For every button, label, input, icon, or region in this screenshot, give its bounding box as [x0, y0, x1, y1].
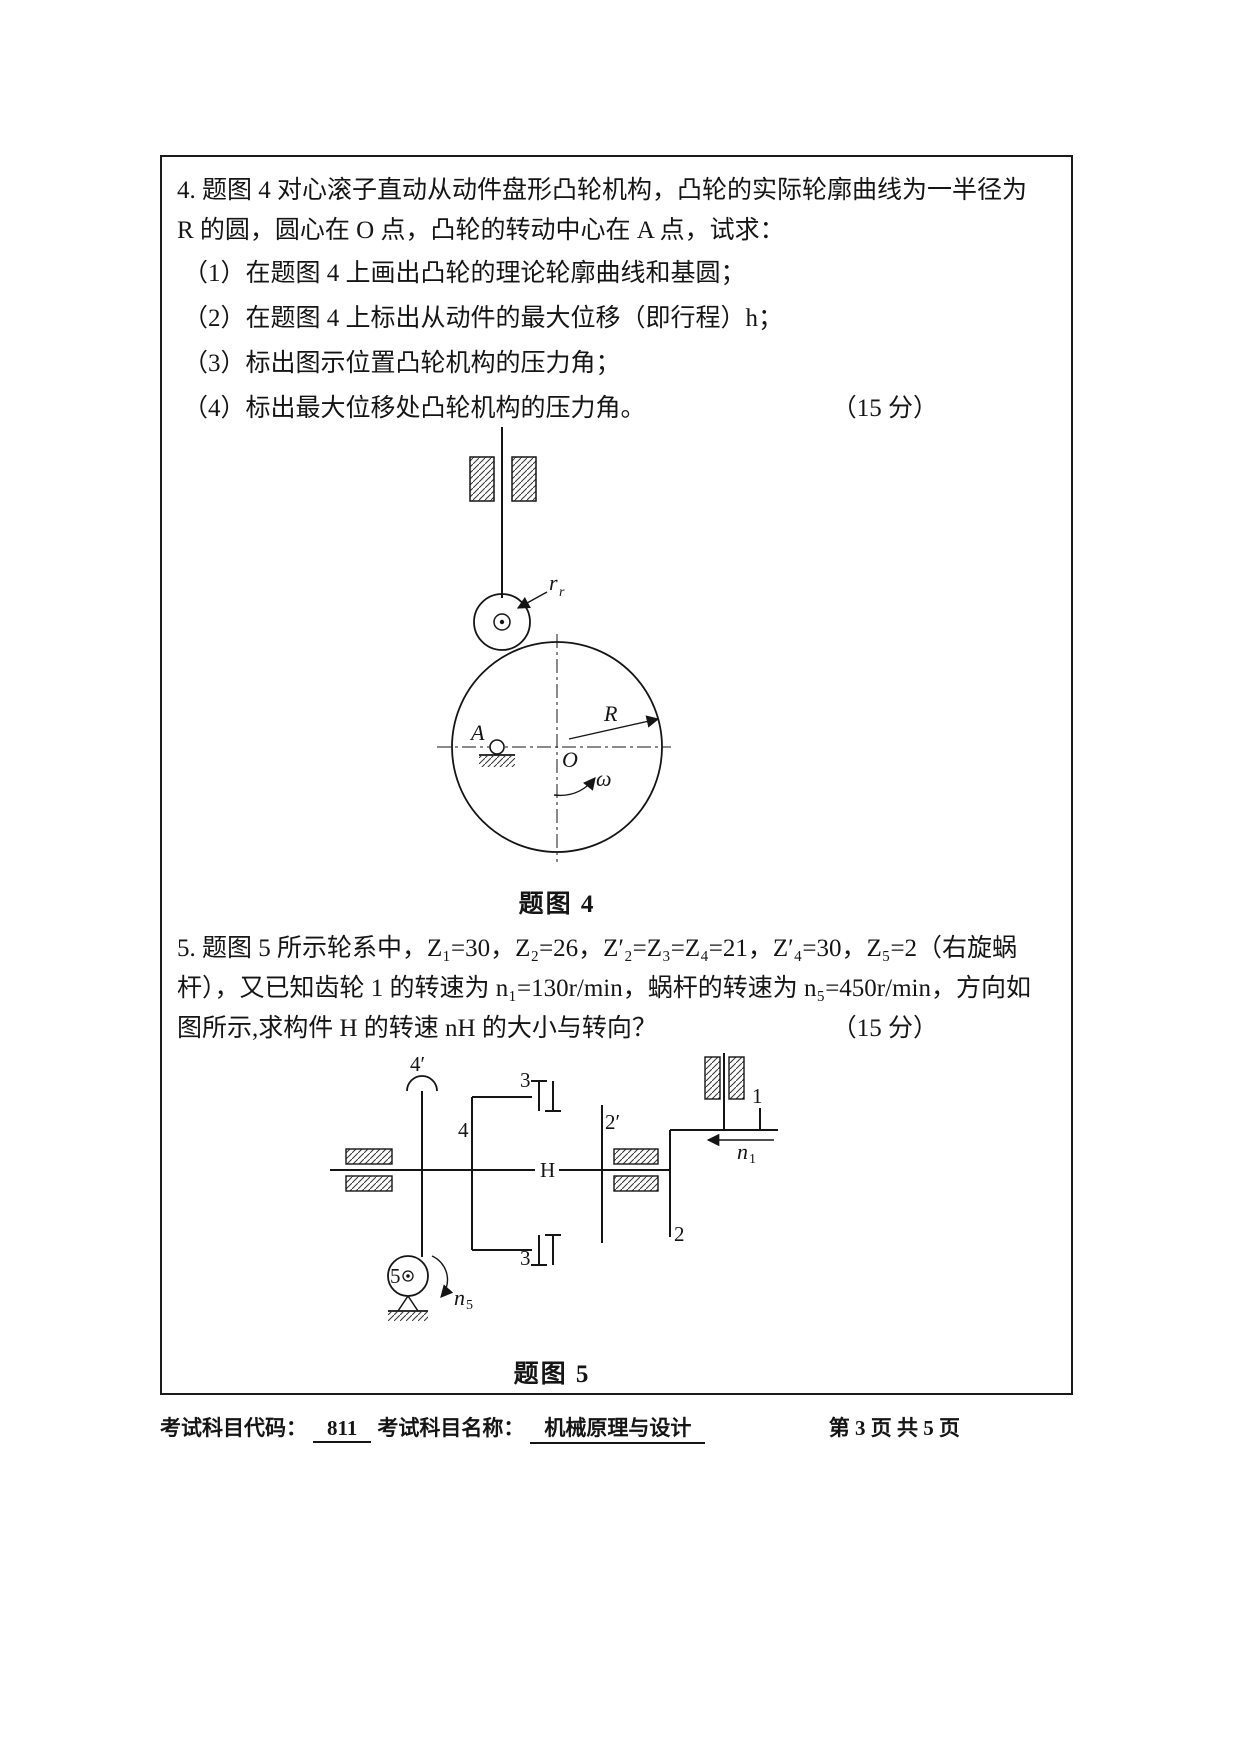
figure-5-gear-train-diagram: 4′ 4 3 3 — [330, 1052, 778, 1321]
label-gear-4: 4 — [458, 1118, 469, 1142]
guide-block-left — [469, 456, 495, 502]
gear-4-prime-and-shaft: 4′ 4 — [406, 1052, 469, 1257]
label-gear-5: 5 — [390, 1264, 401, 1288]
follower-guide-hatch — [469, 456, 537, 502]
label-carrier-H: H — [540, 1158, 555, 1182]
carrier-bracket — [471, 1096, 532, 1251]
label-R: R — [603, 701, 618, 726]
question-4-line-2: R 的圆，圆心在 O 点，凸轮的转动中心在 A 点，试求： — [177, 217, 785, 244]
label-roller-radius: r — [549, 570, 558, 595]
roller-radius-callout: r r — [516, 570, 565, 609]
question-4-item-1: （1）在题图 4 上画出凸轮的理论轮廓曲线和基圆； — [183, 260, 746, 287]
footer-subject-code-label: 考试科目代码： — [160, 1416, 307, 1440]
figure-4-cam-diagram: r r A O R ω — [437, 427, 671, 862]
question-5-line-3: 图所示,求构件 H 的转速 nH 的大小与转向？ — [177, 1015, 657, 1042]
question-4: 4. 题图 4 对心滚子直动从动件盘形凸轮机构，凸轮的实际轮廓曲线为一半径为 R… — [177, 171, 1056, 431]
n1-speed-arrow: n 1 — [706, 1133, 774, 1167]
label-gear-2-prime: 2′ — [605, 1110, 620, 1134]
label-n1: n — [737, 1139, 748, 1164]
planet-gear-3-bottom-mesh: 3 — [520, 1234, 561, 1270]
label-gear-4-prime: 4′ — [410, 1052, 425, 1076]
guide-block-right — [511, 456, 537, 502]
label-gear-1: 1 — [752, 1084, 763, 1108]
content-border: 4. 题图 4 对心滚子直动从动件盘形凸轮机构，凸轮的实际轮廓曲线为一半径为 R… — [160, 155, 1073, 1395]
radius-R-callout: R — [568, 701, 660, 740]
footer-subject-code-value: 811 — [313, 1416, 372, 1443]
question-5-line-2: 杆），又已知齿轮 1 的转速为 n₁=130r/min，蜗杆的转速为 n₅=45… — [177, 975, 1031, 1002]
gear-1-shaft-and-bearing: 1 — [670, 1053, 778, 1131]
gear-2-prime-shaft: 2′ — [601, 1105, 620, 1243]
label-gear-3-top: 3 — [520, 1068, 531, 1092]
footer-subject-name-value: 机械原理与设计 — [530, 1412, 706, 1444]
figure-4-caption: 题图 4 — [518, 891, 596, 918]
question-5-score: （15 分） — [831, 1015, 938, 1042]
label-gear-2: 2 — [674, 1222, 685, 1246]
footer-subject-name-label: 考试科目名称： — [377, 1416, 525, 1440]
question-5-line-3-row: 图所示,求构件 H 的转速 nH 的大小与转向？ （15 分） — [177, 1009, 1056, 1049]
left-shaft-and-bearing — [330, 1148, 472, 1192]
label-roller-radius-sub: r — [559, 585, 565, 600]
label-n5-sub: 5 — [466, 1298, 473, 1313]
label-O: O — [562, 747, 578, 772]
centerlines — [437, 634, 671, 862]
question-5: 5. 题图 5 所示轮系中，Z₁=30，Z₂=26，Z′₂=Z₃=Z₄=21，Z… — [177, 929, 1056, 1049]
pivot-A: A — [469, 720, 515, 767]
question-4-item-4-row: （4）标出最大位移处凸轮机构的压力角。 （15 分） — [177, 386, 1056, 431]
roller — [473, 593, 531, 651]
gear-2-shaft: 2 — [669, 1130, 685, 1246]
figure-5-caption: 题图 5 — [513, 1361, 591, 1388]
planet-gear-3-top-mesh: 3 — [520, 1068, 561, 1112]
question-5-line-1: 5. 题图 5 所示轮系中，Z₁=30，Z₂=26，Z′₂=Z₃=Z₄=21，Z… — [177, 935, 1018, 962]
carrier-H-shaft: H — [472, 1148, 670, 1192]
question-4-item-2: （2）在题图 4 上标出从动件的最大位移（即行程）h； — [183, 305, 784, 332]
question-4-line-1: 4. 题图 4 对心滚子直动从动件盘形凸轮机构，凸轮的实际轮廓曲线为一半径为 — [177, 177, 1028, 204]
worm-gear-5: 5 — [387, 1255, 429, 1321]
label-A: A — [469, 720, 485, 745]
label-omega: ω — [596, 766, 612, 791]
label-n1-sub: 1 — [749, 1152, 756, 1167]
question-4-score: （15 分） — [831, 395, 938, 422]
footer-page-number: 第 3 页 共 5 页 — [828, 1416, 960, 1440]
omega-rotation-arrow: ω — [553, 766, 612, 797]
question-4-item-4: （4）标出最大位移处凸轮机构的压力角。 — [183, 395, 646, 422]
label-n5: n — [454, 1285, 465, 1310]
question-4-item-3: （3）标出图示位置凸轮机构的压力角； — [183, 350, 621, 377]
label-gear-3-bottom: 3 — [520, 1246, 531, 1270]
n5-speed-arrow: n 5 — [431, 1255, 473, 1313]
page-footer: 考试科目代码： 811 考试科目名称： 机械原理与设计 第 3 页 共 5 页 — [160, 1412, 1075, 1444]
